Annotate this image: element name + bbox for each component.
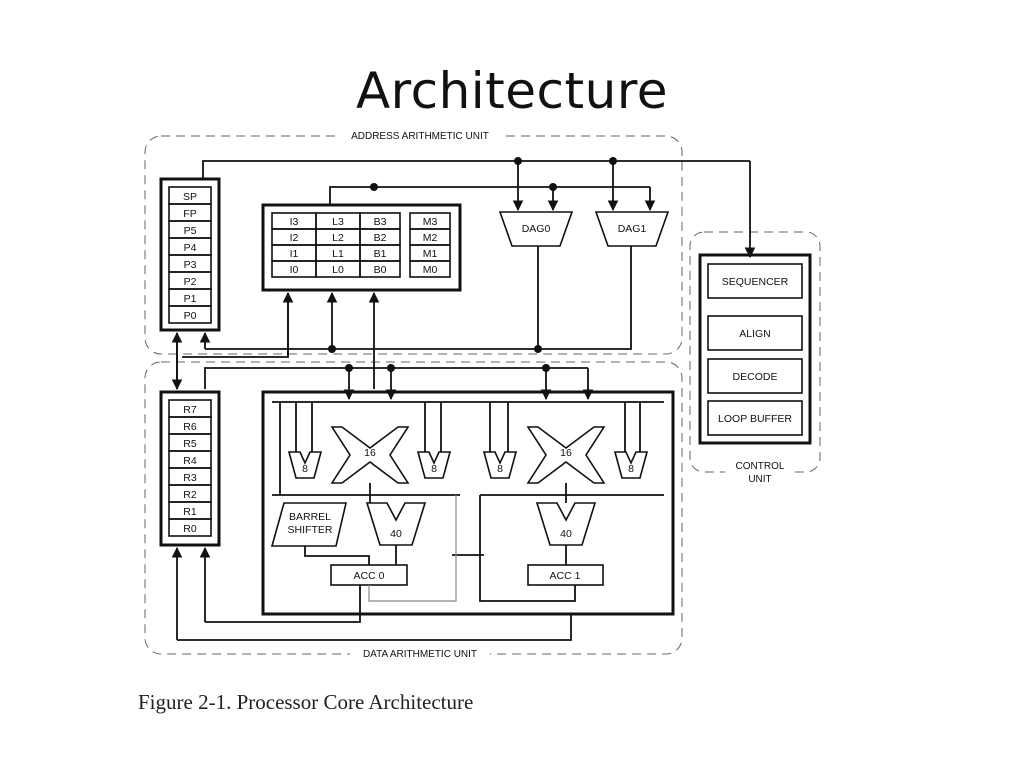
dag1-block [594,211,670,247]
reg-b3: B3 [374,216,387,228]
reg-p0: P0 [184,310,197,322]
reg-p3: P3 [184,259,197,271]
alu8-right-b-label: 8 [628,463,634,475]
reg-r7: R7 [183,404,197,416]
reg-r4: R4 [183,455,197,467]
reg-p2: P2 [184,276,197,288]
reg-i3: I3 [290,216,299,228]
alu8-left-a [287,451,323,479]
data-registers: R7 R6 R5 R4 R3 R2 R1 R0 [168,399,212,537]
reg-i0: I0 [290,264,299,276]
data-register-file [159,390,221,547]
adder40-left [365,502,427,546]
reg-m2: M2 [423,232,438,244]
reg-b2: B2 [374,232,387,244]
data-unit-boundary [144,361,683,655]
alu8-right-b [613,451,649,479]
barrel-shifter [270,502,348,547]
multiplier-right-width: 16 [560,447,572,459]
alu8-right-a-label: 8 [497,463,503,475]
dag1-label: DAG1 [618,223,647,235]
barrel-shifter-label-line2: SHIFTER [288,524,333,536]
slide-title: Architecture [355,62,669,120]
control-unit-label-line1: CONTROL [736,461,785,472]
reg-sp: SP [183,191,197,203]
sequencer-label: SEQUENCER [722,276,789,288]
figure-caption: Figure 2-1. Processor Core Architecture [138,690,474,714]
alu8-left-b [416,451,452,479]
acc1-label: ACC 1 [550,570,581,582]
reg-m3: M3 [423,216,438,228]
align-block [707,315,803,351]
acc0-label: ACC 0 [354,570,385,582]
adder40-right [535,502,597,546]
adder40-left-label: 40 [390,528,402,540]
reg-r1: R1 [183,506,197,518]
datapath-interconnect [171,483,576,641]
pointer-register-file [159,177,221,332]
reg-p1: P1 [184,293,197,305]
reg-b0: B0 [374,264,387,276]
control-unit-boundary [689,231,821,473]
multiplier-right [526,426,606,484]
reg-l2: L2 [332,232,344,244]
reg-m1: M1 [423,248,438,260]
dag0-label: DAG0 [522,223,551,235]
reg-i2: I2 [290,232,299,244]
address-unit-boundary [144,135,683,355]
address-bus-lines [171,157,756,391]
reg-r0: R0 [183,523,197,535]
multiplier-left-width: 16 [364,447,376,459]
data-unit-label: DATA ARITHMETIC UNIT [363,649,477,660]
alu8-left-a-label: 8 [302,463,308,475]
decode-label: DECODE [733,371,778,383]
sequencer-block [707,263,803,299]
adder40-right-label: 40 [560,528,572,540]
reg-l3: L3 [332,216,344,228]
reg-p5: P5 [184,225,197,237]
reg-fp: FP [183,208,196,220]
dag0-block [498,211,574,247]
alu8-right-a [482,451,518,479]
reg-r6: R6 [183,421,197,433]
reg-r2: R2 [183,489,197,501]
loop-buffer-label: LOOP BUFFER [718,413,792,425]
barrel-shifter-label-line1: BARREL [289,511,331,523]
reg-r3: R3 [183,472,197,484]
pointer-registers: SP FP P5 P4 P3 P2 P1 P0 [168,186,212,324]
control-unit-block [698,253,812,445]
dag-register-file [261,203,462,292]
loop-buffer-block [707,400,803,436]
reg-i1: I1 [290,248,299,260]
reg-l1: L1 [332,248,344,260]
decode-block [707,358,803,394]
control-unit-label-line2: UNIT [748,474,771,485]
reg-b1: B1 [374,248,387,260]
align-label: ALIGN [739,328,771,340]
address-unit-label: ADDRESS ARITHMETIC UNIT [351,131,489,142]
multiplier-left [330,426,410,484]
alu8-left-b-label: 8 [431,463,437,475]
reg-m0: M0 [423,264,438,276]
reg-p4: P4 [184,242,197,254]
data-bus-lines [204,364,594,401]
dag-registers: I3 I2 I1 I0 L3 L2 L1 L0 B3 B2 B1 B0 M3 M… [271,212,451,278]
reg-l0: L0 [332,264,344,276]
reg-r5: R5 [183,438,197,450]
datapath-internal-buses [272,401,664,496]
datapath-block [261,390,675,616]
